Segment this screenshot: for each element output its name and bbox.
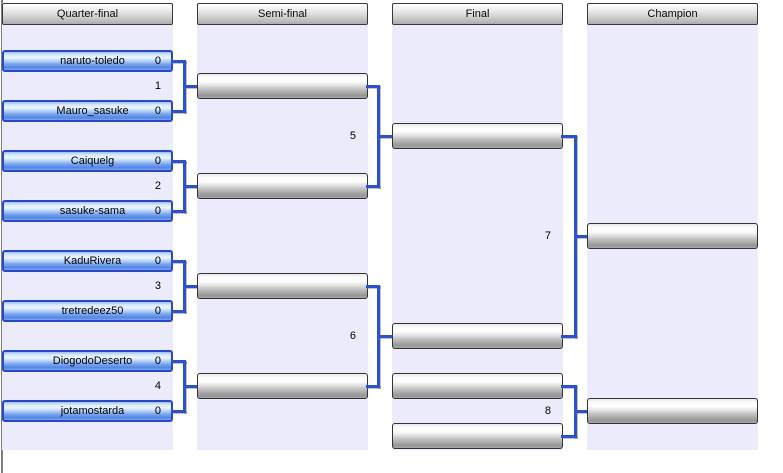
match-5-number: 5 — [349, 130, 356, 142]
connector-line — [171, 60, 186, 63]
player-name: DiogodoDeserto — [52, 355, 133, 367]
player-name: Caiquelg — [70, 155, 115, 167]
player-score: 0 — [154, 305, 161, 317]
sf-slot-1[interactable] — [197, 73, 368, 99]
match-6-number: 6 — [349, 330, 356, 342]
column-header-semi-final: Semi-final — [197, 3, 368, 25]
match-7-number: 7 — [544, 230, 551, 242]
player-score: 0 — [154, 105, 161, 117]
connector-line — [366, 85, 380, 88]
third-place-winner-slot[interactable] — [587, 398, 758, 424]
player-name: naruto-toledo — [60, 55, 125, 67]
sf-slot-4[interactable] — [197, 373, 368, 399]
player-name: KaduRivera — [63, 255, 122, 267]
player-score: 0 — [154, 155, 161, 167]
player-name: jotamostarda — [60, 405, 125, 417]
qf-match3-bottom-player-bar[interactable]: tretredeez50 0 — [2, 300, 173, 322]
third-place-slot-1[interactable] — [392, 373, 563, 399]
connector-line — [171, 310, 186, 313]
connector-line — [171, 210, 186, 213]
final-slot-1[interactable] — [392, 123, 563, 149]
connector-line — [561, 135, 577, 138]
sf-slot-3[interactable] — [197, 273, 368, 299]
match-1-number: 1 — [154, 80, 161, 92]
match-8-number: 8 — [544, 405, 551, 417]
column-header-final: Final — [392, 3, 563, 25]
connector-line — [171, 160, 186, 163]
connector-line — [171, 110, 186, 113]
match-4-number: 4 — [154, 380, 161, 392]
qf-match2-bottom-player-bar[interactable]: sasuke-sama 0 — [2, 200, 173, 222]
column-header-quarter-final: Quarter-final — [2, 3, 173, 25]
qf-match1-bottom-player-bar[interactable]: Mauro_sasuke 0 — [2, 100, 173, 122]
connector-line — [366, 285, 380, 288]
connector-line — [171, 410, 186, 413]
column-header-champion: Champion — [587, 3, 758, 25]
connector-line — [574, 235, 588, 238]
third-place-slot-2[interactable] — [392, 423, 563, 449]
player-score: 0 — [154, 205, 161, 217]
connector-line — [183, 185, 198, 188]
player-score: 0 — [154, 255, 161, 267]
connector-line — [183, 85, 198, 88]
connector-line — [171, 260, 186, 263]
connector-line — [366, 185, 380, 188]
connector-line — [561, 335, 577, 338]
qf-match1-top-player-bar[interactable]: naruto-toledo 0 — [2, 50, 173, 72]
connector-line — [561, 385, 577, 388]
player-name: sasuke-sama — [59, 205, 126, 217]
connector-line — [377, 135, 393, 138]
connector-line — [574, 410, 588, 413]
qf-match4-top-player-bar[interactable]: DiogodoDeserto 0 — [2, 350, 173, 372]
column-bg-quarter-final — [2, 3, 173, 450]
qf-match2-top-player-bar[interactable]: Caiquelg 0 — [2, 150, 173, 172]
connector-line — [377, 335, 393, 338]
sf-slot-2[interactable] — [197, 173, 368, 199]
qf-match4-bottom-player-bar[interactable]: jotamostarda 0 — [2, 400, 173, 422]
player-score: 0 — [154, 405, 161, 417]
qf-match3-top-player-bar[interactable]: KaduRivera 0 — [2, 250, 173, 272]
final-slot-2[interactable] — [392, 323, 563, 349]
connector-line — [366, 385, 380, 388]
player-score: 0 — [154, 55, 161, 67]
player-score: 0 — [154, 355, 161, 367]
champion-slot[interactable] — [587, 223, 758, 249]
player-name: tretredeez50 — [61, 305, 124, 317]
match-3-number: 3 — [154, 280, 161, 292]
connector-line — [183, 385, 198, 388]
match-2-number: 2 — [154, 180, 161, 192]
connector-line — [561, 435, 577, 438]
player-name: Mauro_sasuke — [56, 105, 129, 117]
connector-line — [183, 285, 198, 288]
connector-line — [171, 360, 186, 363]
